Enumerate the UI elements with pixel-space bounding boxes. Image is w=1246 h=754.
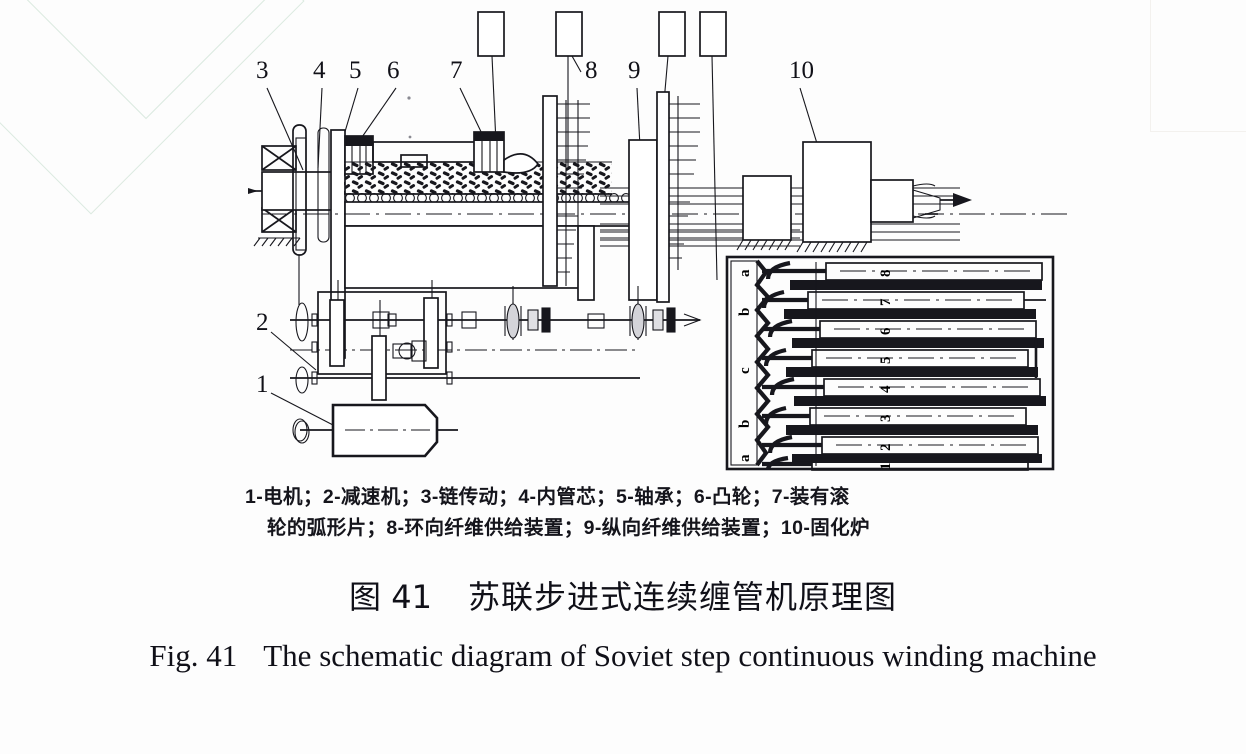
- caption-chinese-text: 苏联步进式连续缠管机原理图: [467, 578, 897, 616]
- inset-row-numbers: 8 7 6 5 4 3 2 1: [878, 270, 894, 471]
- drive-train-assembly: [290, 280, 702, 458]
- electric-motor: [292, 403, 458, 458]
- svg-text:4: 4: [313, 57, 326, 84]
- svg-text:1: 1: [256, 371, 269, 398]
- svg-text:5: 5: [349, 57, 362, 84]
- gear-plate-a: [329, 299, 345, 367]
- svg-text:b: b: [737, 420, 753, 428]
- inset-detail-roller-assembly: 8 7 6 5 4 3 2 1 a b c b a: [725, 255, 1055, 471]
- svg-text:a: a: [737, 269, 753, 277]
- svg-text:2: 2: [878, 444, 894, 452]
- caption-chinese: 图 41 苏联步进式连续缠管机原理图: [0, 572, 1246, 618]
- svg-text:a: a: [737, 454, 753, 462]
- output-arrow: [953, 193, 972, 207]
- curing-oven: [796, 141, 872, 253]
- scan-speck: [407, 96, 411, 100]
- outlet-pipe: [870, 179, 914, 223]
- svg-text:8: 8: [585, 57, 598, 84]
- chain-drive: [317, 127, 330, 243]
- fiber-spool-boxes: [477, 11, 727, 57]
- roller-bead-row: [345, 193, 631, 203]
- inset-edge-letters: a b c b a: [737, 269, 753, 462]
- svg-text:7: 7: [878, 298, 894, 306]
- svg-text:3: 3: [256, 57, 269, 84]
- mandrel-left-housing: [261, 171, 333, 211]
- longitudinal-fiber-supply-device: [628, 91, 700, 303]
- gear-plate-b: [371, 335, 387, 401]
- legend-line-1: 1-电机；2-减速机；3-链传动；4-内管芯；5-轴承；6-凸轮；7-装有滚: [245, 486, 850, 508]
- svg-text:6: 6: [387, 57, 400, 84]
- gear-cluster: [372, 300, 427, 362]
- svg-text:5: 5: [878, 357, 894, 365]
- inset-rows: [761, 260, 1046, 471]
- caption-chinese-label: 图 41: [349, 578, 432, 616]
- figure-schematic-diagram: 3 4 5 6 7 8 9 10 2 1: [248, 11, 1070, 471]
- caption-english: Fig. 41 The schematic diagram of Soviet s…: [0, 638, 1246, 674]
- svg-text:b: b: [737, 308, 753, 316]
- figure-legend: 1-电机；2-减速机；3-链传动；4-内管芯；5-轴承；6-凸轮；7-装有滚 轮…: [245, 482, 1075, 544]
- svg-text:4: 4: [878, 385, 894, 393]
- shaft-couplings: [461, 302, 702, 340]
- svg-text:1: 1: [878, 463, 894, 471]
- svg-text:2: 2: [256, 309, 269, 336]
- puller-block: [736, 175, 792, 251]
- gear-plate-c: [423, 297, 439, 369]
- legend-line-2: 轮的弧形片；8-环向纤维供给装置；9-纵向纤维供给装置；10-固化炉: [267, 517, 870, 539]
- svg-text:7: 7: [450, 57, 463, 84]
- svg-text:10: 10: [789, 57, 814, 84]
- svg-text:8: 8: [878, 270, 894, 278]
- svg-text:3: 3: [878, 415, 894, 423]
- caption-english-label: Fig. 41: [149, 638, 238, 673]
- hoop-fiber-supply-device: [542, 95, 590, 287]
- callout-numbers: 3 4 5 6 7 8 9 10 2 1: [256, 57, 814, 398]
- svg-text:c: c: [737, 367, 753, 374]
- main-winding-assembly: [248, 91, 1070, 359]
- svg-text:9: 9: [628, 57, 641, 84]
- svg-text:6: 6: [878, 327, 894, 335]
- chain-sprockets-left: [294, 302, 310, 444]
- caption-english-text: The schematic diagram of Soviet step con…: [263, 638, 1097, 673]
